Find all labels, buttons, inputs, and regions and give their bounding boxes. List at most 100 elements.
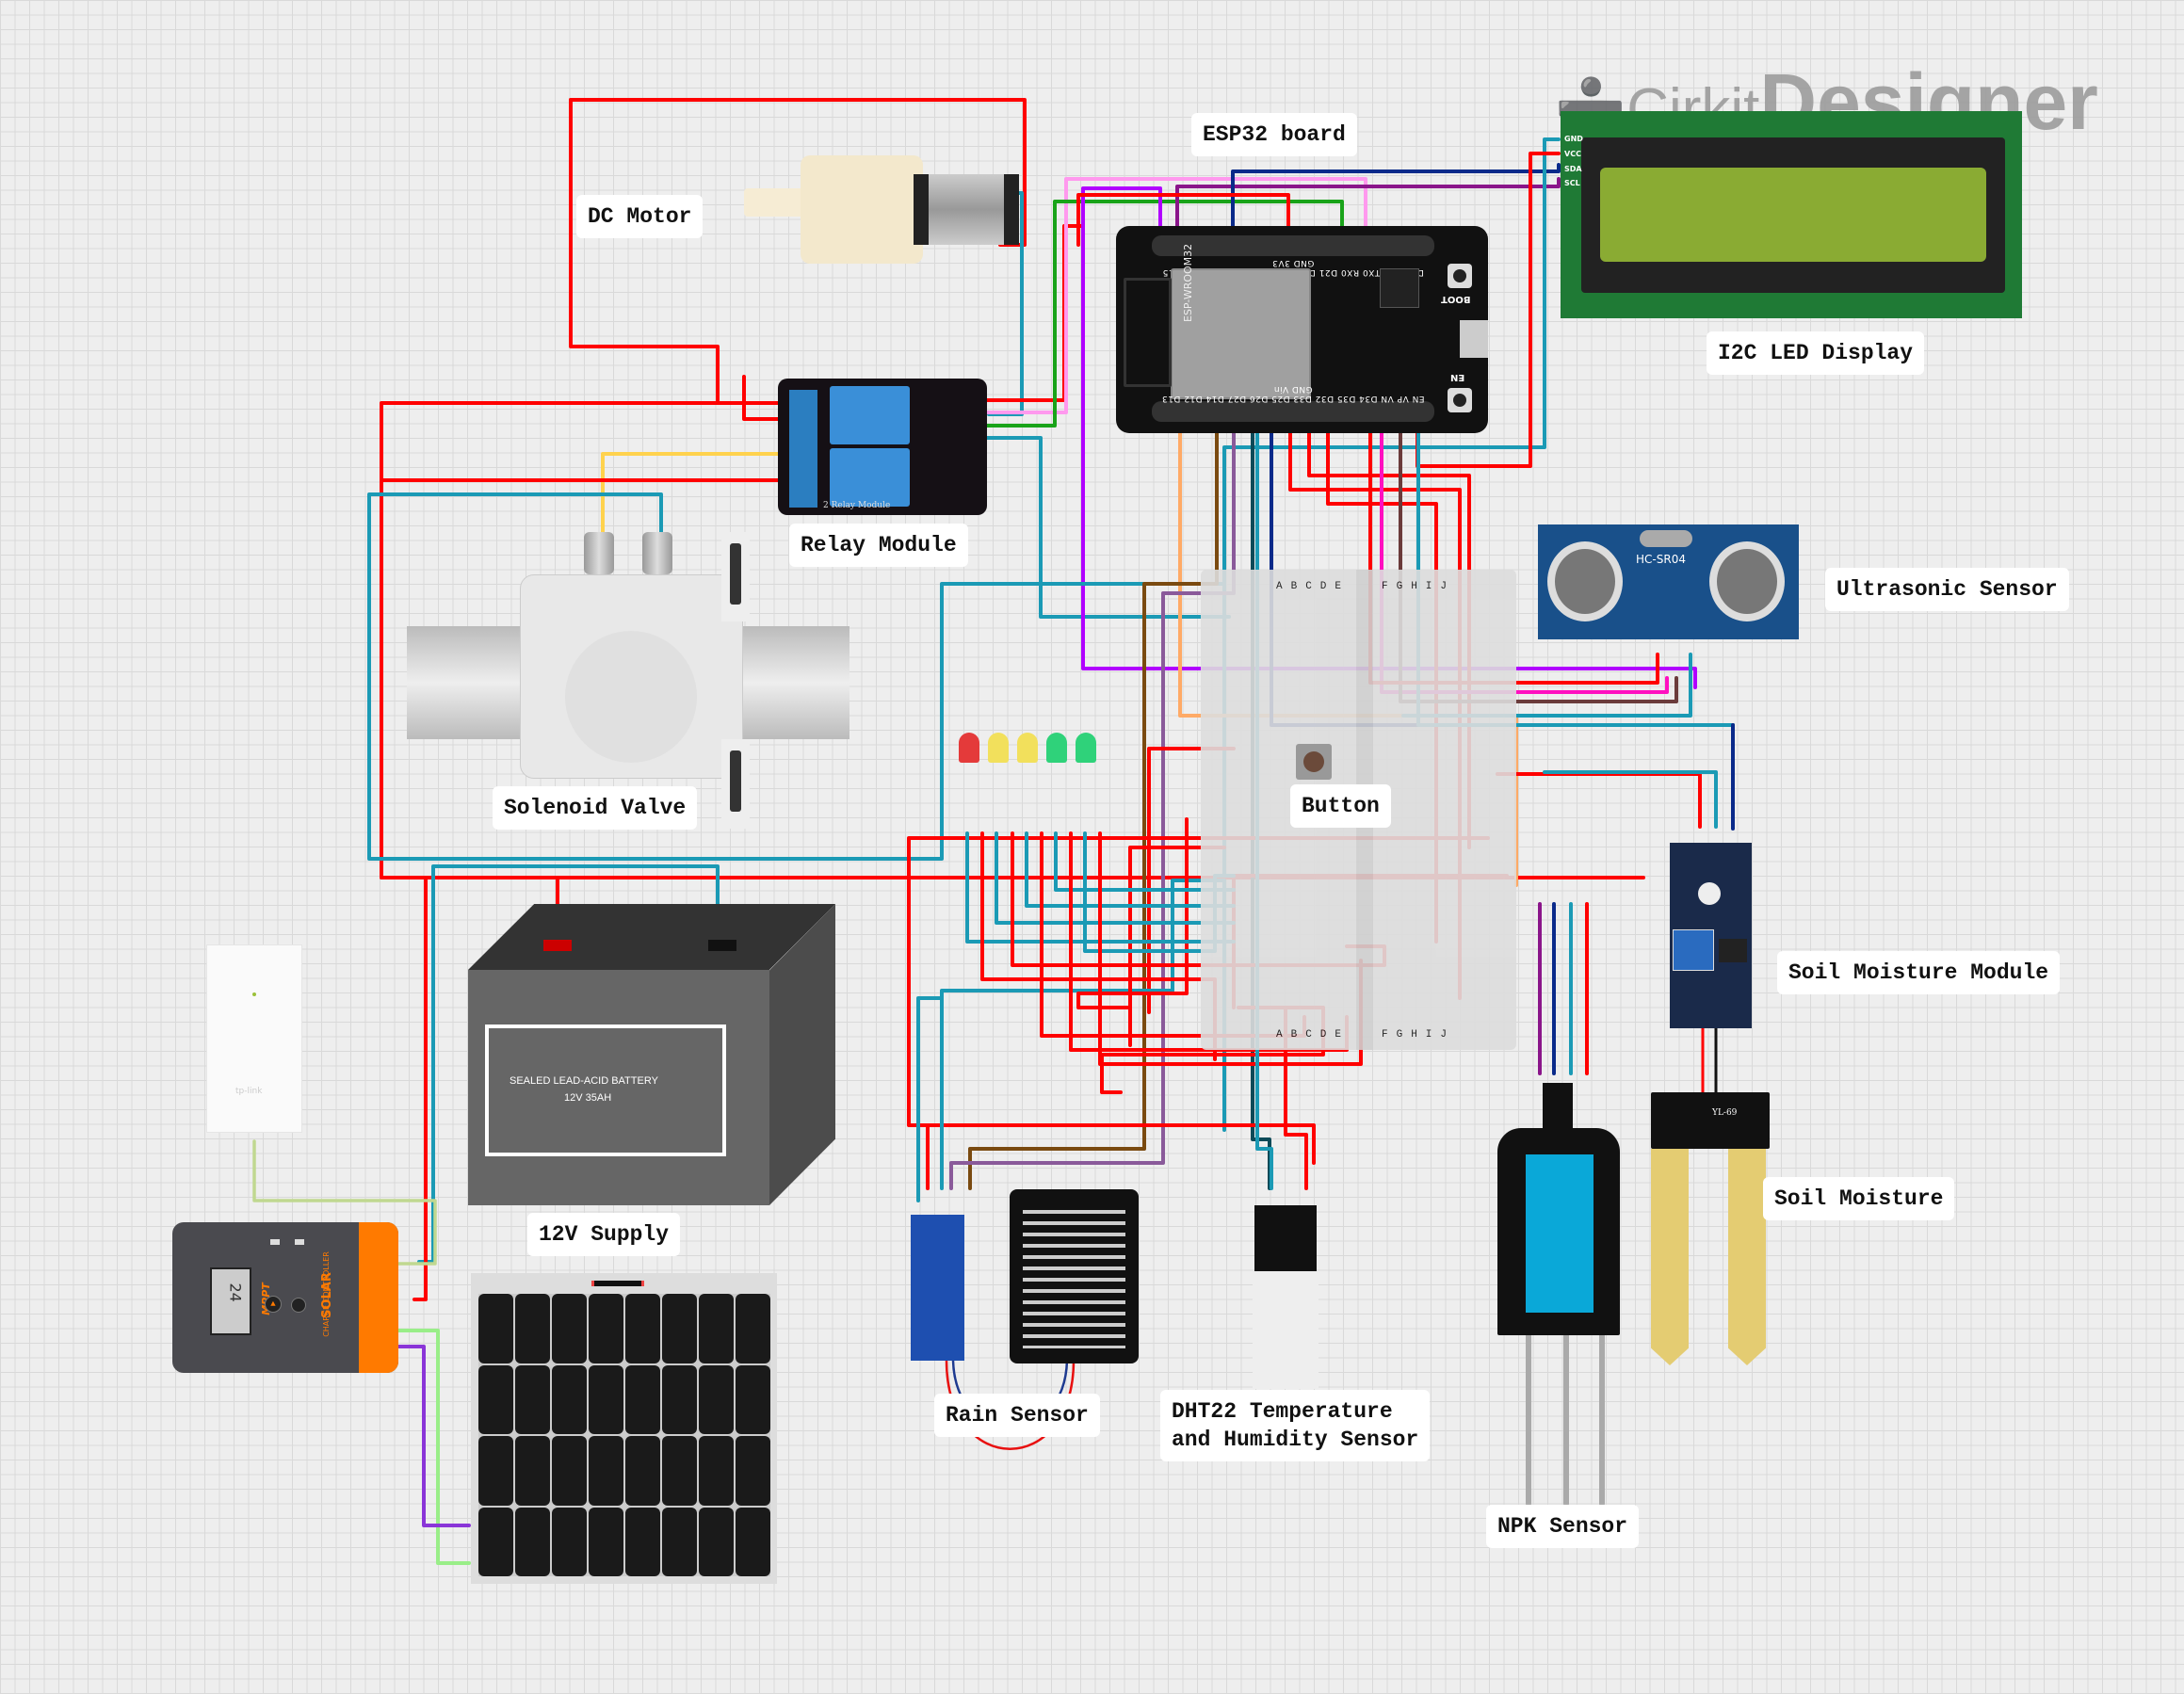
led-green-2[interactable]: [1076, 733, 1096, 763]
lcd-screen: [1600, 168, 1986, 262]
solenoid-coil: [565, 631, 697, 763]
controller-lcd: 24: [210, 1267, 251, 1335]
wire-led-teal-2[interactable]: [995, 831, 1236, 925]
npk-label: NPK Sensor: [1486, 1505, 1640, 1548]
controller-up-button[interactable]: ▲: [265, 1296, 282, 1313]
wire-led-teal-4[interactable]: [1054, 831, 1236, 892]
wire-esp-purple[interactable]: [1175, 177, 1561, 233]
battery-text-1: SEALED LEAD-ACID BATTERY: [510, 1075, 658, 1087]
boot-label: BOOT: [1441, 294, 1471, 304]
relay-label: Relay Module: [789, 524, 968, 567]
ultrasonic-sensor[interactable]: HC-SR04: [1538, 524, 1799, 639]
rain-sensor-plate[interactable]: [1010, 1189, 1139, 1363]
battery-label-plate: SEALED LEAD-ACID BATTERY 12V 35AH: [485, 1024, 726, 1156]
dc-motor-label: DC Motor: [576, 195, 704, 238]
dc-motor[interactable]: [744, 132, 1019, 273]
wire-relay-pink[interactable]: [978, 177, 1367, 414]
wire-router-olive[interactable]: [252, 1139, 437, 1266]
dht22-sensor[interactable]: [1253, 1205, 1318, 1389]
push-button[interactable]: [1296, 744, 1332, 780]
wire-bb-red-5[interactable]: [1076, 817, 1189, 1047]
wire-soil-teal[interactable]: [1543, 770, 1718, 829]
solenoid-label: Solenoid Valve: [493, 786, 698, 830]
rain-label: Rain Sensor: [934, 1394, 1100, 1437]
npk-sensor[interactable]: [1497, 1083, 1620, 1507]
soil-moisture-module[interactable]: [1670, 843, 1752, 1028]
esp32-bottom-pin-labels: EN VP VN D34 D35 D32 D33 D25 D26 D27 D14…: [1161, 384, 1425, 403]
soil-moisture-probe[interactable]: YL-69: [1651, 1092, 1770, 1370]
wire-esp-brown[interactable]: [968, 431, 1219, 1190]
solar-cells: [478, 1294, 770, 1576]
boot-button[interactable]: [1448, 264, 1472, 288]
wire-esp-red-top[interactable]: [1076, 193, 1290, 247]
wire-esp-brown-bottom[interactable]: [1399, 431, 1678, 703]
router-brand: tp-link: [235, 1087, 263, 1096]
motor-pump-head: [801, 155, 923, 264]
soil-probe-label: Soil Moisture: [1763, 1177, 1955, 1220]
solenoid-terminal-1: [584, 532, 614, 574]
solar-panel[interactable]: [471, 1273, 777, 1584]
lcd-display[interactable]: GND VCC SDA SCL: [1561, 111, 2022, 318]
wire-relay-left-yellow[interactable]: [601, 452, 788, 553]
solenoid-valve[interactable]: [407, 532, 849, 829]
wifi-router[interactable]: tp-link: [206, 944, 302, 1133]
ultrasonic-transducer-left: [1547, 541, 1623, 621]
wire-solar-violet[interactable]: [389, 1345, 471, 1527]
wire-bb-red-6[interactable]: [1128, 846, 1226, 1009]
wire-bb-teal-1[interactable]: [916, 879, 1226, 1202]
led-yellow-2[interactable]: [1017, 733, 1038, 763]
solar-junction-box: [591, 1281, 644, 1286]
led-red[interactable]: [959, 733, 979, 763]
probe-leg-right: [1728, 1149, 1766, 1365]
npk-probe-1: [1526, 1335, 1531, 1507]
wire-led-teal-3[interactable]: [1025, 831, 1236, 908]
esp32-board[interactable]: D23 D22 TX0 RX0 D21 D19 D18 D5 TX2 RX2 D…: [1116, 226, 1488, 433]
npk-probe-2: [1563, 1335, 1569, 1507]
rain-sensor-module[interactable]: [911, 1215, 964, 1361]
wire-solar-lightgreen[interactable]: [389, 1329, 471, 1565]
led-green-1[interactable]: [1046, 733, 1067, 763]
wire-led-teal-1[interactable]: [965, 831, 1236, 944]
battery-label: 12V Supply: [527, 1213, 681, 1256]
relay-module[interactable]: 2 Relay Module: [778, 379, 987, 515]
dht22-label-line2: and Humidity Sensor: [1172, 1428, 1419, 1452]
motor-nozzle: [744, 188, 810, 217]
relay-terminal-block: [789, 390, 817, 508]
controller-lcd-value: 24: [226, 1283, 245, 1302]
battery-text-2: 12V 35AH: [564, 1092, 612, 1104]
wire-relay-left-red2[interactable]: [742, 375, 788, 421]
wire-motor-red[interactable]: [569, 98, 1027, 247]
ultrasonic-label: Ultrasonic Sensor: [1825, 568, 2069, 611]
wire-esp-purple-bottom[interactable]: [949, 431, 1236, 1190]
wire-relay-left-red3[interactable]: [380, 478, 788, 879]
dht22-housing: [1253, 1271, 1318, 1389]
wire-battery-teal[interactable]: [417, 864, 720, 1264]
wire-solenoid-teal[interactable]: [367, 492, 1226, 861]
relay-1: [830, 386, 910, 444]
soil-module-pot: [1673, 929, 1714, 971]
controller-set-button[interactable]: [291, 1298, 306, 1313]
solar-charge-controller[interactable]: 24 MPPT ▲ SOLAR CHARGE CONTROLLER: [172, 1222, 398, 1373]
en-button[interactable]: [1448, 388, 1472, 412]
wire-battery-red-down[interactable]: [413, 876, 428, 1301]
router-led: [252, 992, 256, 996]
solenoid-bracket-top: [721, 532, 750, 621]
wire-esp-pink-bottom[interactable]: [1380, 431, 1669, 694]
esp32-top-pin-header: [1152, 235, 1434, 256]
npk-label-plate: [1526, 1154, 1594, 1313]
battery-terminal-positive[interactable]: [543, 940, 572, 951]
led-yellow-1[interactable]: [988, 733, 1009, 763]
soil-module-chip: [1719, 939, 1747, 962]
ultrasonic-transducer-right: [1709, 541, 1785, 621]
battery[interactable]: SEALED LEAD-ACID BATTERY 12V 35AH: [468, 904, 835, 1205]
battery-terminal-negative[interactable]: [708, 940, 736, 951]
wire-esp-navy[interactable]: [1231, 163, 1561, 233]
lcd-label: I2C LED Display: [1707, 331, 1925, 375]
npk-probe-3: [1599, 1335, 1605, 1507]
wire-soil-red[interactable]: [1496, 772, 1702, 829]
wire-relay-green[interactable]: [978, 200, 1344, 428]
wire-relay-teal[interactable]: [978, 436, 1231, 619]
breadboard-cols-right-bottom: FGHIJ: [1382, 1029, 1456, 1041]
wire-dht-red[interactable]: [1284, 1006, 1308, 1190]
controller-subtitle: CHARGE CONTROLLER: [321, 1251, 331, 1337]
